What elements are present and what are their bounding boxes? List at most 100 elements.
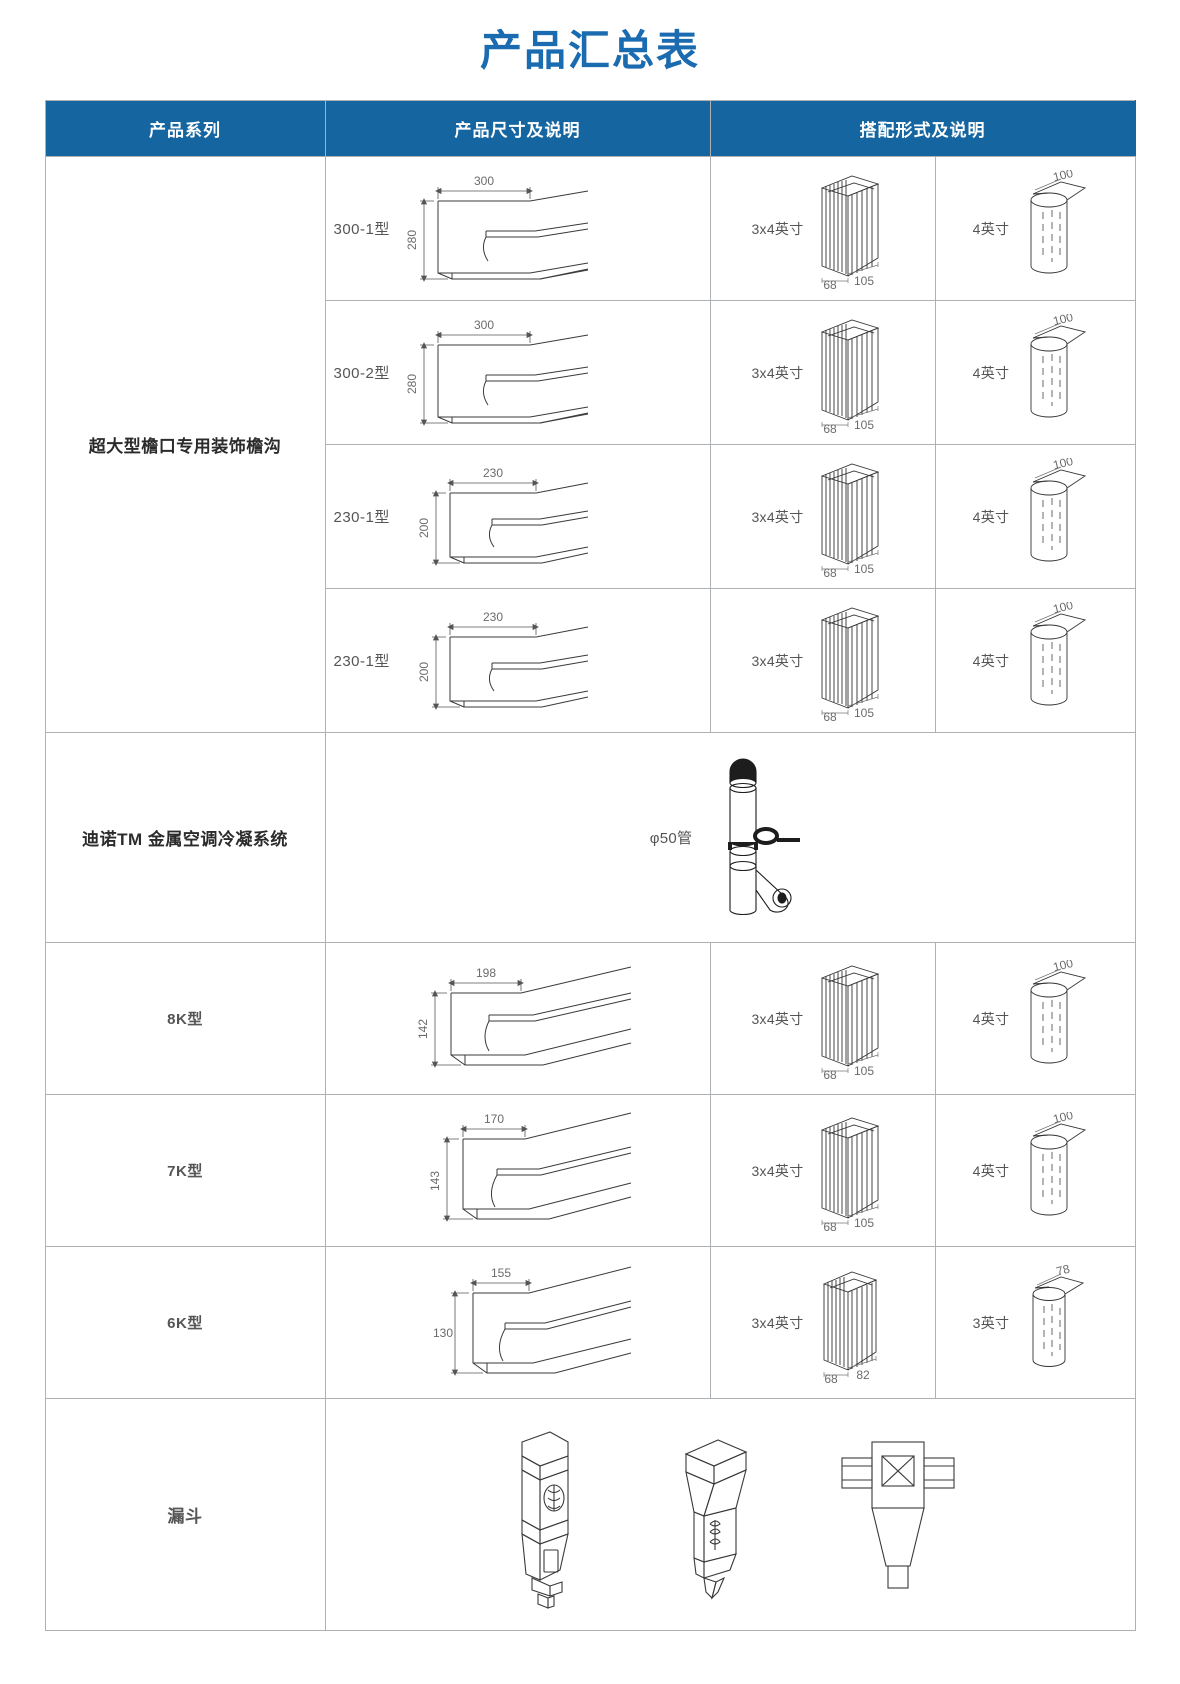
spec-label-a: 3x4英寸	[751, 364, 804, 381]
model-label: 8K型	[167, 1011, 203, 1029]
spec-label-a: 3x4英寸	[751, 508, 804, 525]
table-row: 7K型	[44, 1094, 1136, 1248]
spec-label-b: 4英寸	[972, 220, 1010, 237]
dim-b-top: 78	[1055, 1264, 1072, 1279]
dim-b-top: 100	[1052, 960, 1075, 974]
gutter-profile-drawing-8k: 198 142	[416, 966, 631, 1068]
dim-b-top: 100	[1052, 1112, 1075, 1126]
dim-a-right: 105	[854, 418, 874, 432]
match-cell-a: 3x4英寸	[709, 1246, 936, 1400]
dim-a-left: 68	[823, 422, 837, 435]
match-cell-b: 4英寸 100	[934, 942, 1136, 1096]
dim-b-top: 100	[1052, 314, 1075, 328]
size-cell: 300-1型	[324, 156, 711, 302]
match-cell-a: 3x4英寸	[709, 942, 936, 1096]
match-cell-a: 3x4英寸	[709, 1094, 936, 1248]
downspout-rect-drawing: 68 105	[820, 607, 879, 723]
gutter-profile-drawing-300-2: 300 280	[405, 318, 588, 426]
match-cell-a: 3x4英寸	[709, 444, 936, 590]
spec-label-b: 4英寸	[972, 1010, 1010, 1027]
size-cell: 230-1型	[324, 444, 711, 590]
model-label: 230-1型	[333, 509, 390, 527]
dim-height-label: 200	[417, 661, 431, 681]
downspout-rect-drawing: 68 105	[820, 319, 879, 435]
dim-a-right: 105	[854, 706, 874, 720]
series-cell-model-8k: 8K型	[44, 942, 326, 1096]
downspout-rect-drawing: 68 105	[820, 463, 879, 579]
downspout-round-drawing: 100	[1030, 602, 1087, 706]
column-header-match: 搭配形式及说明	[709, 100, 1136, 158]
match-cell-b: 3英寸 78	[934, 1246, 1136, 1400]
dim-b-top: 100	[1052, 602, 1075, 616]
match-cell-b: 4英寸 100	[934, 444, 1136, 590]
ac-condensate-drawing	[728, 758, 801, 916]
spec-label-b: 4英寸	[972, 1162, 1010, 1179]
size-cell: 198 142	[324, 942, 711, 1096]
series-cell-ultra-large: 超大型檐口专用装饰檐沟	[44, 156, 326, 734]
gutter-profile-drawing-230-1b: 230 200	[417, 610, 588, 710]
match-cell-a: 3x4英寸	[709, 300, 936, 446]
table-header: 产品系列 产品尺寸及说明 搭配形式及说明	[44, 100, 1136, 158]
gutter-profile-drawing-6k: 155 130	[432, 1266, 631, 1376]
table-row: 230-1型	[45, 444, 1136, 590]
downspout-round-drawing: 100	[1030, 960, 1087, 1064]
dim-a-right: 82	[856, 1368, 870, 1382]
dim-a-left: 68	[823, 1220, 837, 1233]
gutter-profile-drawing-230-1: 230 200	[417, 466, 588, 566]
dim-width-label: 300	[474, 318, 494, 332]
spec-label-a: 3x4英寸	[751, 1010, 804, 1027]
dim-width-label: 230	[483, 610, 503, 624]
series-cell-funnel: 漏斗	[44, 1398, 326, 1632]
spec-label-b: 4英寸	[972, 364, 1010, 381]
gutter-profile-drawing-7k: 170 143	[428, 1112, 631, 1222]
downspout-round-drawing: 100	[1030, 458, 1087, 562]
table-row: 漏斗	[44, 1398, 1136, 1632]
series-cell-model-7k: 7K型	[44, 1094, 326, 1248]
dim-a-left: 68	[823, 566, 837, 579]
size-cell: 170 143	[324, 1094, 711, 1248]
dim-a-right: 105	[854, 1216, 874, 1230]
gutter-profile-drawing-300-1: 300 280	[405, 174, 588, 282]
table-body: 超大型檐口专用装饰檐沟 300-1型	[44, 156, 1136, 1632]
table-row: 6K型	[44, 1246, 1136, 1400]
dim-width-label: 300	[474, 174, 494, 188]
downspout-round-drawing: 78	[1032, 1264, 1085, 1367]
spec-label-b: 3英寸	[972, 1314, 1010, 1331]
dim-height-label: 143	[428, 1170, 442, 1190]
model-label: 230-1型	[333, 653, 390, 671]
match-cell-b: 4英寸 100	[934, 1094, 1136, 1248]
dim-height-label: 280	[405, 229, 419, 249]
downspout-round-drawing: 100	[1030, 314, 1087, 418]
dim-width-label: 170	[483, 1112, 503, 1126]
spec-label-a: 3x4英寸	[751, 1314, 804, 1331]
dim-height-label: 200	[417, 517, 431, 537]
match-cell-a: 3x4英寸	[709, 588, 936, 734]
downspout-rect-drawing: 68 82	[822, 1271, 877, 1385]
downspout-rect-drawing: 68 105	[820, 965, 879, 1081]
spec-label-a: 3x4英寸	[751, 220, 804, 237]
model-label: 7K型	[167, 1163, 203, 1181]
model-label: 6K型	[167, 1315, 203, 1333]
downspout-round-drawing: 100	[1030, 1112, 1087, 1216]
series-cell-ac-condensate: 迪诺TM 金属空调冷凝系统	[44, 732, 326, 944]
spec-label-a: 3x4英寸	[751, 652, 804, 669]
funnel-box-inline-drawing	[841, 1441, 955, 1589]
funnel-round-vent-drawing	[521, 1431, 569, 1609]
column-header-size: 产品尺寸及说明	[324, 100, 711, 158]
downspout-round-drawing: 100	[1030, 170, 1087, 274]
match-cell-b: 4英寸	[934, 156, 1136, 302]
dim-a-left: 68	[823, 278, 837, 291]
dim-a-left: 68	[823, 1068, 837, 1081]
table-row: 迪诺TM 金属空调冷凝系统 φ50管	[44, 732, 1136, 944]
size-cell: 230-1型	[324, 588, 711, 734]
table-header-row: 产品系列 产品尺寸及说明 搭配形式及说明	[44, 100, 1136, 158]
dim-b-top: 100	[1052, 458, 1075, 472]
dim-height-label: 130	[432, 1326, 452, 1340]
dim-b-top: 100	[1052, 170, 1075, 184]
spec-label-b: 4英寸	[972, 508, 1010, 525]
spec-label-a: 3x4英寸	[751, 1162, 804, 1179]
pipe-spec-label: φ50管	[649, 830, 693, 848]
product-summary-table: 产品系列 产品尺寸及说明 搭配形式及说明 超大型檐口专用装饰檐沟 300-1型	[44, 100, 1136, 1632]
dim-width-label: 198	[475, 966, 495, 980]
